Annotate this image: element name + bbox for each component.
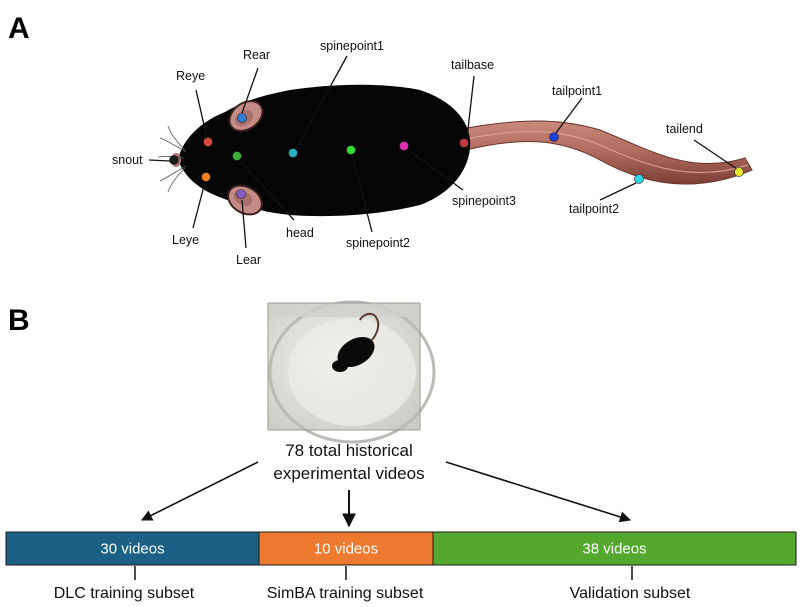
keypoint-tailend-label: tailend (666, 122, 703, 136)
bar-segment-dlc (5, 531, 260, 566)
keypoint-leye-dot (201, 172, 211, 182)
keypoint-tailend-dot (734, 167, 744, 177)
bar-segment-validation-label: 38 videos (582, 541, 646, 558)
keypoint-spinepoint3-dot (399, 141, 409, 151)
arrow-to-validation (445, 461, 632, 523)
leader-lines (148, 55, 738, 249)
dlc-subset-label: DLC training subset (54, 585, 195, 602)
keypoint-tailpoint1-label: tailpoint1 (552, 84, 602, 98)
simba-subset-label: SimBA training subset (267, 585, 424, 602)
keypoint-rear-label: Rear (243, 48, 270, 62)
keypoint-tailpoint2-label: tailpoint2 (569, 202, 619, 216)
panel-a-letter: A (8, 12, 30, 45)
keypoint-reye-label: Reye (176, 69, 205, 83)
validation-subset-label: Validation subset (570, 585, 691, 602)
total-videos-line1: 78 total historical (285, 441, 413, 460)
video-split-bar: 30 videos 10 videos 38 videos (5, 531, 797, 566)
mouse-tail (454, 120, 753, 185)
mouse-in-arena (337, 336, 375, 368)
bar-segment-simba (258, 531, 434, 566)
subset-ticks (134, 566, 633, 580)
bar-segment-validation (432, 531, 797, 566)
keypoint-reye-dot (203, 137, 213, 147)
keypoint-spinepoint3-label: spinepoint3 (452, 194, 516, 208)
arrow-to-dlc (140, 461, 259, 521)
keypoint-rear-dot (237, 113, 247, 123)
keypoint-spinepoint2-dot (346, 145, 356, 155)
mouse-body (178, 84, 471, 217)
keypoint-tailpoint1-dot (549, 132, 559, 142)
arena-photo (267, 300, 436, 444)
keypoint-spinepoint1-dot (288, 148, 298, 158)
bar-segment-simba-label: 10 videos (314, 541, 378, 558)
total-videos-line2: experimental videos (273, 464, 424, 483)
keypoint-leye-label: Leye (172, 233, 199, 247)
bar-segment-dlc-label: 30 videos (100, 541, 164, 558)
keypoint-lear-label: Lear (236, 253, 261, 267)
keypoint-snout-label: snout (112, 153, 143, 167)
keypoint-tailpoint2-dot (634, 174, 644, 184)
keypoint-snout-dot (169, 155, 179, 165)
keypoint-lear-dot (236, 189, 246, 199)
keypoint-head-dot (232, 151, 242, 161)
keypoint-head-label: head (286, 226, 314, 240)
keypoint-spinepoint1-label: spinepoint1 (320, 39, 384, 53)
whiskers (157, 125, 187, 193)
keypoint-spinepoint2-label: spinepoint2 (346, 236, 410, 250)
panel-b-letter: B (8, 304, 30, 337)
keypoint-tailbase-label: tailbase (451, 58, 494, 72)
keypoint-tailbase-dot (459, 138, 469, 148)
